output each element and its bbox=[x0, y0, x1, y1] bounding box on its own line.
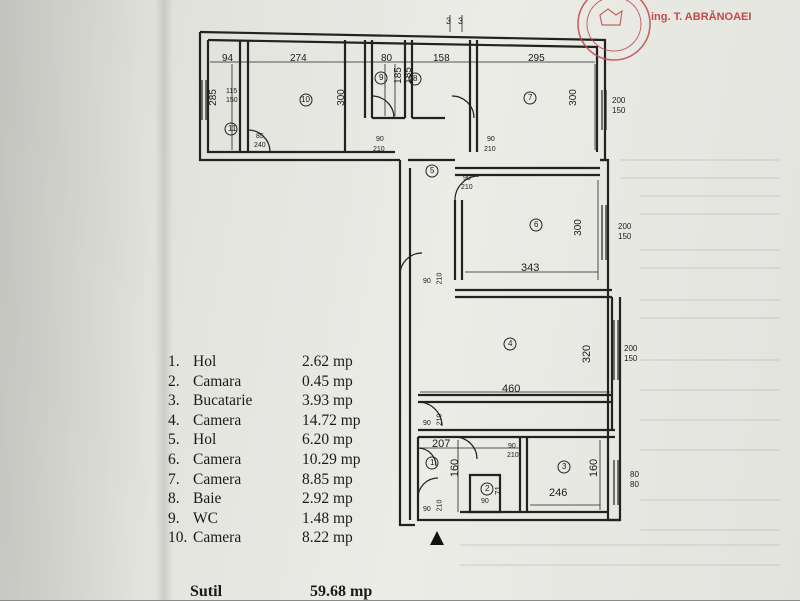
total-value: 59.68 mp bbox=[310, 583, 373, 600]
room-number: 2 bbox=[485, 484, 490, 493]
window-label: 80 bbox=[630, 470, 639, 479]
room-number: 3 bbox=[562, 462, 567, 471]
room-number: 4 bbox=[508, 339, 513, 348]
room-number: 8 bbox=[413, 74, 418, 83]
door-label: 90 bbox=[423, 278, 431, 285]
door-label: 90 bbox=[481, 498, 489, 505]
door-label: 90 bbox=[463, 175, 471, 182]
window-label: 150 bbox=[624, 354, 638, 363]
page-fold bbox=[155, 0, 173, 600]
dim-300-a: 300 bbox=[335, 89, 347, 106]
dim-71: 71 bbox=[493, 486, 503, 495]
dim-3-b: 3 bbox=[458, 16, 464, 26]
door-label: 90 bbox=[423, 506, 431, 513]
dim-274: 274 bbox=[290, 53, 307, 64]
window-label: 150 bbox=[618, 232, 632, 241]
window-label: 200 bbox=[624, 344, 638, 353]
dim-295: 295 bbox=[528, 53, 545, 64]
dim-158: 158 bbox=[433, 53, 450, 64]
walls bbox=[198, 30, 622, 527]
door-label: 90 bbox=[423, 420, 431, 427]
dim-300-c: 300 bbox=[572, 219, 584, 236]
room-markers bbox=[224, 71, 571, 496]
dim-94: 94 bbox=[222, 53, 234, 64]
dim-285: 285 bbox=[207, 89, 219, 106]
door-label: 210 bbox=[484, 146, 496, 153]
room-number: 6 bbox=[534, 220, 539, 229]
stamp-name: ing. T. ABRĂNOAEI bbox=[651, 11, 752, 23]
door-label: 210 bbox=[436, 272, 444, 285]
dim-207: 207 bbox=[432, 438, 451, 450]
total-label: Sutil bbox=[190, 583, 223, 600]
door-label: 210 bbox=[461, 184, 473, 191]
windows bbox=[201, 80, 619, 505]
official-stamp bbox=[577, 0, 651, 61]
dim-300-b: 300 bbox=[567, 89, 579, 106]
door-label: 210 bbox=[507, 452, 519, 459]
door-label: 90 bbox=[376, 136, 384, 143]
door-label: 210 bbox=[436, 413, 444, 426]
window-label: 200 bbox=[612, 96, 626, 105]
window-label: 150 bbox=[612, 106, 626, 115]
window-label: 150 bbox=[226, 97, 238, 104]
door-label: 210 bbox=[436, 499, 444, 512]
dim-80: 80 bbox=[381, 53, 393, 64]
dim-160-a: 160 bbox=[449, 458, 462, 478]
door-label: 90 bbox=[487, 136, 495, 143]
door-label: 210 bbox=[373, 146, 385, 153]
dim-460: 460 bbox=[502, 383, 521, 395]
page-shadow bbox=[0, 0, 150, 600]
room-number: 5 bbox=[430, 166, 435, 175]
room-number: 11 bbox=[228, 124, 237, 133]
window-label: 80 bbox=[630, 480, 639, 489]
door-label: 90 bbox=[508, 443, 516, 450]
dim-160-b: 160 bbox=[588, 458, 601, 478]
room-number: 9 bbox=[379, 73, 384, 82]
dim-320: 320 bbox=[581, 344, 594, 364]
door-label: 85 bbox=[256, 133, 264, 140]
dimension-lines bbox=[210, 15, 610, 512]
window-label: 115 bbox=[226, 88, 238, 95]
room-number: 7 bbox=[528, 93, 533, 102]
entrance-arrow bbox=[430, 531, 444, 545]
room-number: 10 bbox=[301, 95, 310, 104]
window-label: 200 bbox=[618, 222, 632, 231]
dim-343: 343 bbox=[521, 262, 540, 274]
dim-3-a: 3 bbox=[446, 16, 452, 26]
door-label: 240 bbox=[254, 142, 266, 149]
room-number: 1 bbox=[430, 458, 435, 467]
dim-246: 246 bbox=[549, 487, 568, 499]
